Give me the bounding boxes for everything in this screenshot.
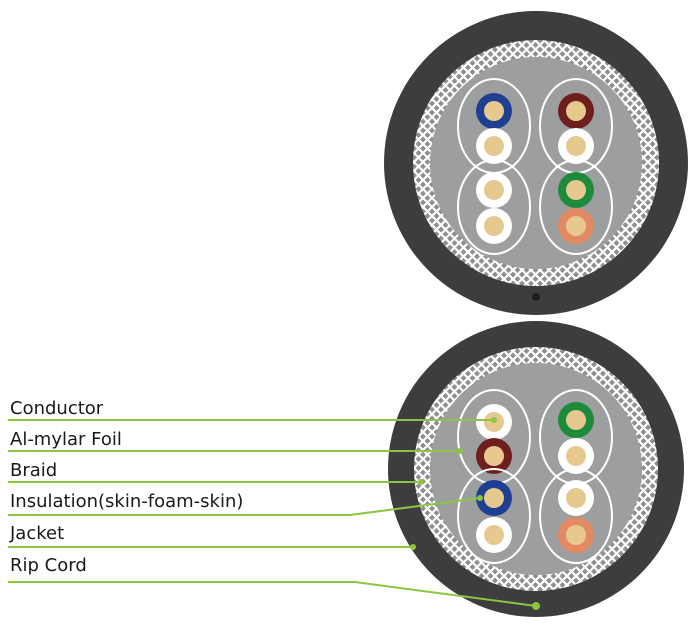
top-conductor: [484, 216, 504, 236]
top-rip-cord: [532, 293, 540, 301]
label-braid: Braid: [10, 460, 57, 481]
bottom-pair-1: [457, 389, 531, 485]
bottom-conductor: [566, 525, 586, 545]
labels: Conductor Al-mylar Foil Braid Insulation…: [9, 398, 243, 576]
bottom-pair-4: [539, 468, 613, 564]
top-conductor: [566, 216, 586, 236]
label-rip-cord: Rip Cord: [10, 555, 87, 576]
bottom-conductor: [566, 488, 586, 508]
top-cable: [384, 11, 688, 315]
bottom-conductor: [484, 525, 504, 545]
top-foil: [430, 57, 642, 269]
top-conductor: [484, 136, 504, 156]
leader-line-rip-cord: [8, 581, 537, 607]
label-jacket: Jacket: [9, 523, 64, 544]
top-pair-4: [539, 159, 613, 255]
bottom-pair-3: [457, 468, 531, 564]
top-pair-3: [457, 159, 531, 255]
top-conductor: [484, 180, 504, 200]
top-conductor: [484, 101, 504, 121]
label-al-mylar-foil: Al-mylar Foil: [10, 429, 122, 450]
bottom-conductor: [484, 446, 504, 466]
bottom-foil: [430, 363, 642, 575]
bottom-conductor: [566, 410, 586, 430]
label-conductor: Conductor: [10, 398, 104, 419]
leader-line-insulation: [8, 497, 481, 516]
leader-lines: [8, 417, 537, 607]
bottom-conductor: [484, 488, 504, 508]
label-insulation: Insulation(skin-foam-skin): [10, 491, 243, 512]
top-conductor: [566, 101, 586, 121]
top-conductor: [566, 136, 586, 156]
top-conductor: [566, 180, 586, 200]
bottom-conductor: [566, 446, 586, 466]
bottom-cable: [388, 321, 684, 617]
